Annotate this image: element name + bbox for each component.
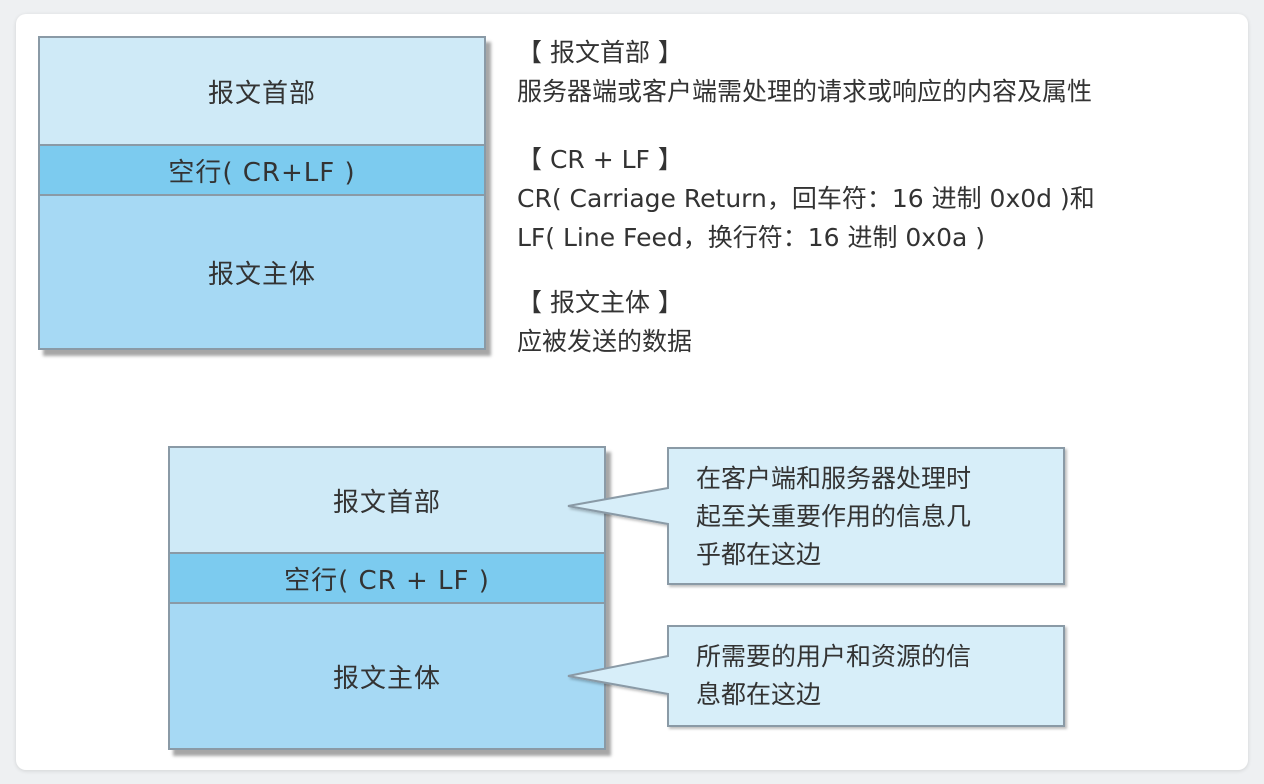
crlf-description: 【 CR + LF 】 CR( Carriage Return，回车符：16 进…	[517, 140, 1095, 257]
top-body-segment: 报文主体	[40, 196, 484, 348]
header-callout-line1: 在客户端和服务器处理时	[696, 464, 972, 493]
body-callout-bubble	[567, 625, 1065, 727]
crlf-description-line2: LF( Line Feed，换行符：16 进制 0x0a )	[517, 223, 986, 252]
header-callout-line2: 起至关重要作用的信息几	[696, 502, 972, 531]
header-description-text: 服务器端或客户端需处理的请求或响应的内容及属性	[517, 77, 1093, 106]
bottom-crlf-segment: 空行( CR + LF )	[170, 552, 604, 604]
crlf-description-title: 【 CR + LF 】	[517, 145, 683, 174]
top-crlf-segment: 空行( CR+LF )	[40, 144, 484, 196]
header-callout-bubble	[567, 447, 1065, 585]
top-crlf-label: 空行( CR+LF )	[168, 157, 356, 188]
body-description-title: 【 报文主体 】	[517, 288, 683, 317]
body-callout-line1: 所需要的用户和资源的信	[696, 642, 972, 671]
body-callout-line2: 息都在这边	[696, 680, 822, 709]
body-description-text: 应被发送的数据	[517, 327, 693, 356]
header-callout-line3: 乎都在这边	[696, 540, 822, 569]
body-description: 【 报文主体 】 应被发送的数据	[517, 283, 692, 361]
header-callout-text: 在客户端和服务器处理时 起至关重要作用的信息几 乎都在这边	[696, 460, 971, 574]
header-description: 【 报文首部 】 服务器端或客户端需处理的请求或响应的内容及属性	[517, 33, 1092, 111]
top-message-box: 报文首部 空行( CR+LF ) 报文主体	[38, 36, 486, 350]
top-header-segment: 报文首部	[40, 38, 484, 144]
header-description-title: 【 报文首部 】	[517, 38, 683, 67]
bottom-header-segment: 报文首部	[170, 448, 604, 552]
top-body-label: 报文主体	[207, 259, 316, 290]
bottom-message-box: 报文首部 空行( CR + LF ) 报文主体	[168, 446, 606, 750]
bottom-header-label: 报文首部	[332, 487, 441, 518]
bottom-crlf-label: 空行( CR + LF )	[284, 565, 490, 596]
crlf-description-line1: CR( Carriage Return，回车符：16 进制 0x0d )和	[517, 184, 1095, 213]
body-callout-text: 所需要的用户和资源的信 息都在这边	[696, 638, 971, 714]
bottom-body-segment: 报文主体	[170, 604, 604, 748]
top-header-label: 报文首部	[207, 78, 316, 109]
bottom-body-label: 报文主体	[332, 663, 441, 694]
